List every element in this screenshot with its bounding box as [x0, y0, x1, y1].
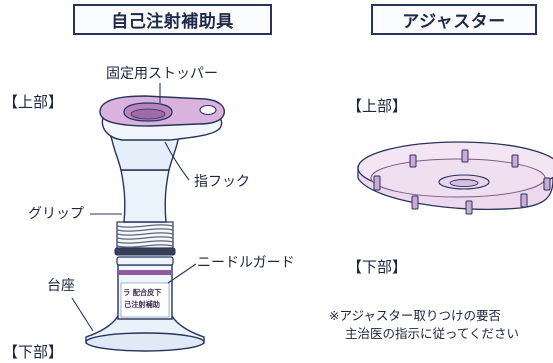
adjuster-illustration — [357, 141, 553, 215]
part-label-needle-guard: ニードルガード — [197, 255, 295, 271]
adjuster-posts — [373, 149, 551, 215]
right-top-section-label: 【上部】 — [347, 97, 408, 115]
self-injection-aid-illustration — [71, 83, 225, 352]
leader-needle-guard — [167, 263, 197, 284]
left-bottom-section-label: 【下部】 — [3, 343, 64, 361]
adjuster-note-line1: ※アジャスター取りつけの要否 — [329, 308, 501, 323]
device-stopper-inner — [130, 108, 166, 120]
right-bottom-section-label: 【下部】 — [347, 258, 408, 276]
device-label-sticker — [120, 282, 170, 318]
part-label-grip: グリップ — [28, 206, 84, 222]
title-adjuster-text: アジャスター — [402, 12, 506, 32]
device-label-text-1: ラ 配合皮下 — [123, 288, 161, 297]
device-base-bottom-ellipse — [85, 332, 205, 352]
adjuster-center-hole-inner — [449, 179, 479, 187]
device-dark-ring-2 — [116, 256, 174, 266]
device-dark-ring-1 — [114, 247, 176, 256]
part-label-finger-hook: 指フック — [194, 174, 250, 190]
title-adjuster: アジャスター — [371, 4, 537, 35]
title-self-injection-aid-text: 自己注射補助具 — [111, 12, 234, 32]
device-grip-body — [120, 169, 170, 223]
device-purple-band — [118, 270, 172, 275]
leader-base — [71, 297, 94, 332]
device-spring-coils — [116, 224, 174, 248]
left-top-section-label: 【上部】 — [3, 93, 64, 111]
title-self-injection-aid: 自己注射補助具 — [73, 4, 272, 35]
part-label-stopper: 固定用ストッパー — [106, 66, 218, 82]
device-label-text-2: 己注射補助 — [124, 300, 160, 309]
part-label-base: 台座 — [47, 278, 75, 294]
leader-finger-hook — [164, 141, 190, 181]
device-stopper-small-hole — [199, 104, 217, 116]
adjuster-note-line2: 主治医の指示に従ってください — [345, 326, 520, 341]
